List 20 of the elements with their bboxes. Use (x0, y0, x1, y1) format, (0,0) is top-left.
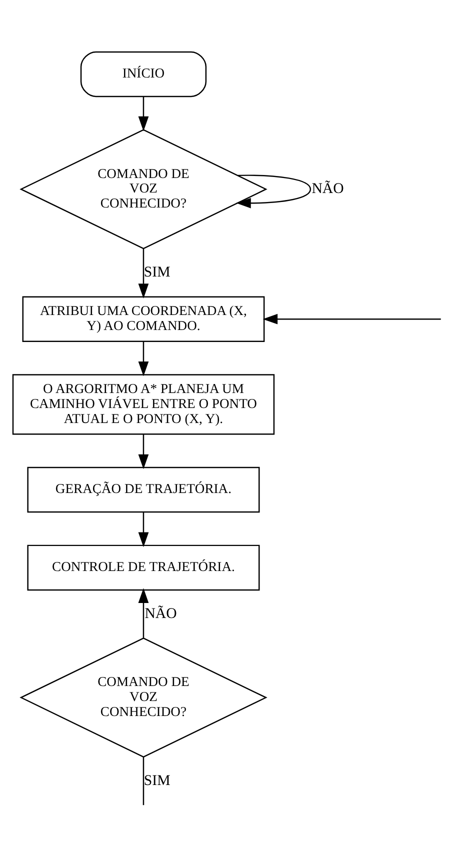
arrow (138, 588, 149, 638)
node-diamond: COMANDO DE VOZ CONHECIDO? (20, 637, 268, 758)
arrow (138, 96, 149, 131)
node-box: CONTROLE DE TRAJETÓRIA. (27, 544, 260, 590)
connector (142, 756, 144, 805)
node-diamond: COMANDO DE VOZ CONHECIDO? (20, 128, 268, 249)
edge-label: SIM (144, 772, 170, 788)
arrow (138, 512, 149, 547)
arrow (236, 174, 312, 208)
arrow (138, 434, 149, 469)
node-box: INÍCIO (80, 50, 207, 97)
edge-label: NÃO (312, 180, 344, 197)
arrow (138, 248, 149, 298)
arrow (262, 313, 441, 324)
arrow (138, 341, 149, 376)
edge-label: NÃO (144, 605, 177, 622)
node-box: ATRIBUI UMA COORDENADA (X, Y) AO COMANDO. (22, 296, 265, 342)
node-box: GERAÇÃO DE TRAJETÓRIA. (27, 466, 260, 512)
edge-label: SIM (144, 264, 170, 280)
node-box: O ARGORITMO A* PLANEJA UM CAMINHO VIÁVEL ENTRE O PONTO ATUAL E O PONTO (X, Y). (12, 374, 275, 434)
